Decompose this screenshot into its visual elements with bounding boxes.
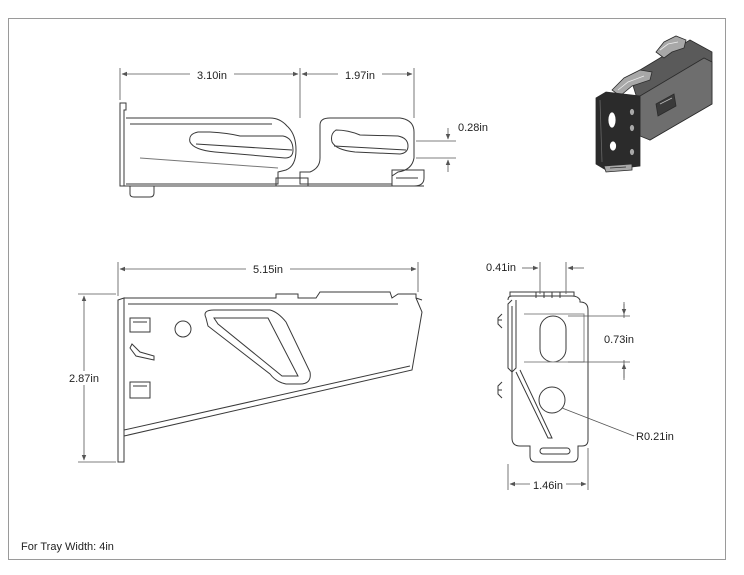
dim-label-bg	[530, 478, 566, 491]
dim-label-bg	[338, 68, 382, 81]
dim-top-slot-height: 0.28in	[458, 122, 488, 134]
dim-end-slot-height: 0.73in	[604, 334, 634, 346]
isometric-view	[595, 35, 713, 173]
end-view	[497, 291, 589, 463]
drawing-frame	[8, 18, 726, 560]
dim-label-bg	[66, 371, 102, 385]
dim-side-length: 5.15in	[253, 264, 283, 276]
footer-note: For Tray Width: 4in	[21, 541, 114, 553]
dim-side-height: 2.87in	[69, 373, 99, 385]
dim-end-top-width: 0.41in	[486, 262, 516, 274]
dim-top-left-length: 3.10in	[197, 70, 227, 82]
dim-label-bg	[246, 263, 290, 276]
dim-label-bg	[604, 332, 638, 346]
dim-top-right-length: 1.97in	[345, 70, 375, 82]
dim-label-bg	[190, 68, 234, 81]
dim-end-hole-radius: R0.21in	[636, 431, 674, 443]
dim-end-bottom-width: 1.46in	[533, 480, 563, 492]
side-view	[117, 291, 423, 463]
top-view	[119, 102, 425, 198]
top-view-dimensions	[119, 68, 456, 172]
